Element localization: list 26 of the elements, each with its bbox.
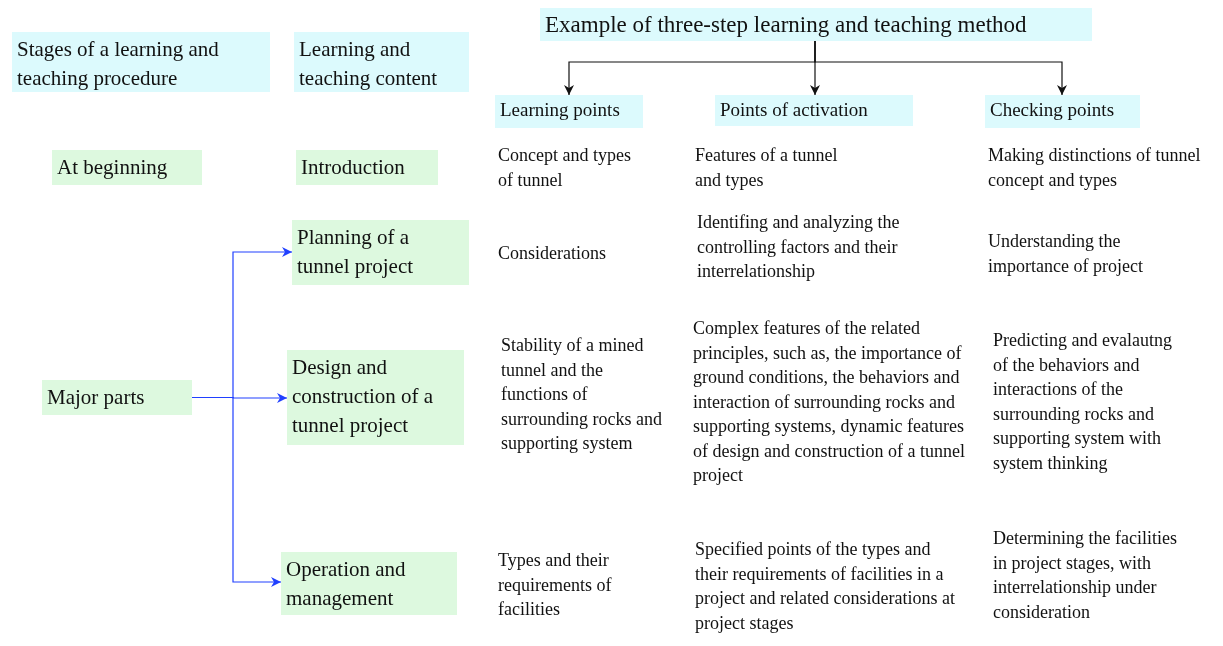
cell-text: Predicting and evalautng of the behaviors and interactions of the surrounding rocks and supporting system with system thinking: [993, 329, 1173, 475]
arrow: [814, 40, 1067, 96]
column-header: Learning points: [495, 95, 643, 128]
arrow: [191, 396, 282, 587]
stage-box: At beginning: [52, 150, 202, 185]
cell-text: Determining the facilities in project stages, with interrelationship under consideration: [993, 527, 1178, 624]
cell-text: Considerations: [498, 242, 607, 265]
stage-box: Design and construction of a tunnel project: [287, 350, 464, 445]
cell-text: Making distinctions of tunnel concept and types: [988, 144, 1202, 192]
cell-text: Specified points of the types and their requirements of facilities in a project and related considerations at project stages: [695, 538, 956, 635]
column-header: Checking points: [985, 95, 1140, 128]
cell-text: Stability of a mined tunnel and the functions of surrounding rocks and supporting system: [501, 334, 663, 455]
stage-box: Planning of a tunnel project: [292, 220, 469, 285]
cell-text: Understanding the importance of project: [988, 230, 1144, 278]
cell-text: Identifing and analyzing the controlling factors and their interrelationship: [697, 211, 901, 283]
title-box: Example of three-step learning and teaching method: [540, 8, 1092, 41]
column-header: Stages of a learning and teaching procedure: [12, 32, 270, 92]
cell-text: Types and their requirements of facilities: [498, 549, 613, 621]
column-header: Learning and teaching content: [294, 32, 469, 92]
stage-box: Introduction: [296, 150, 438, 185]
cell-text: Concept and types of tunnel: [498, 144, 632, 192]
column-header: Points of activation: [715, 95, 913, 126]
stage-box: Operation and management: [281, 552, 457, 615]
stage-box: Major parts: [42, 380, 192, 415]
cell-text: Complex features of the related principles, such as, the importance of ground conditions, the behaviors and interaction of surrounding rocks and supporting systems, dynamic features of design and construction of a tunnel project: [693, 317, 966, 487]
cell-text: Features of a tunnel and types: [695, 144, 839, 192]
